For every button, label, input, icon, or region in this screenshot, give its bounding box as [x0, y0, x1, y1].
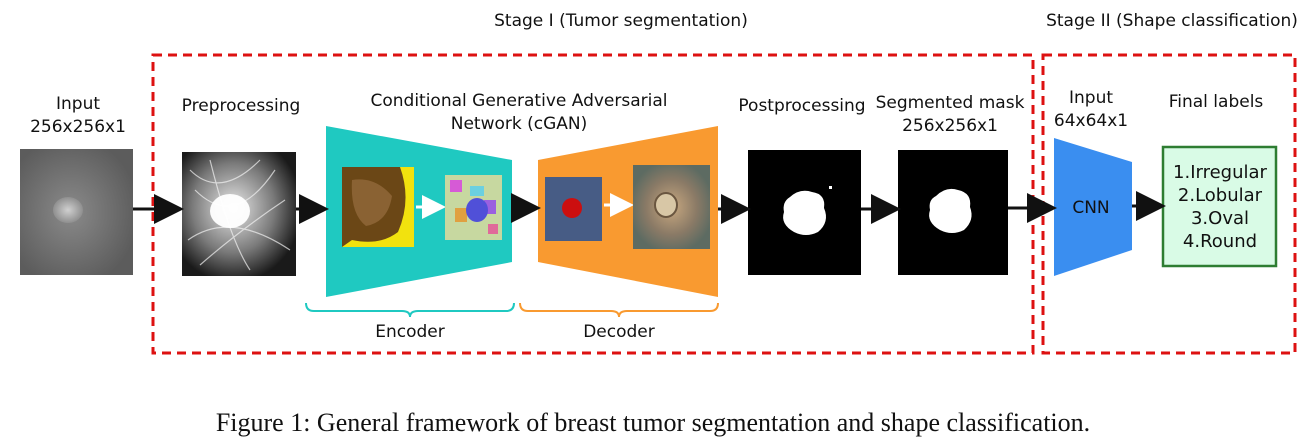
- encoder-feature-image: [445, 175, 502, 240]
- cnn-shape: [1054, 138, 1132, 276]
- encoder-label: Encoder: [375, 322, 445, 342]
- decoder-output-image: [633, 165, 710, 249]
- cgan-title-line2: Network (cGAN): [451, 114, 588, 134]
- segmented-mask-title: Segmented mask: [876, 93, 1025, 113]
- decoder-input-image: [545, 177, 602, 241]
- figure-caption: Figure 1: General framework of breast tu…: [216, 408, 1090, 437]
- segmented-mask-image: [898, 150, 1008, 275]
- stage1-title: Stage I (Tumor segmentation): [494, 11, 748, 31]
- final-labels-title: Final labels: [1169, 92, 1264, 112]
- preprocessing-title: Preprocessing: [182, 96, 301, 116]
- final-label-item: 3.Oval: [1191, 208, 1249, 229]
- cnn-label: CNN: [1072, 198, 1109, 218]
- postprocessed-mask-image: [748, 150, 861, 275]
- encoder-brace: [305, 302, 515, 318]
- decoder-brace: [519, 302, 719, 318]
- final-label-item: 4.Round: [1183, 231, 1257, 252]
- final-label-item: 1.Irregular: [1173, 162, 1268, 183]
- decoder-label: Decoder: [583, 322, 655, 342]
- input-title: Input: [56, 94, 100, 114]
- input-mammogram-image: [20, 149, 133, 275]
- stage2-input-dims: 64x64x1: [1054, 111, 1128, 131]
- final-label-item: 2.Lobular: [1178, 185, 1263, 206]
- preprocessed-image: [182, 152, 296, 276]
- stage2-title: Stage II (Shape classification): [1046, 11, 1298, 31]
- postprocessing-title: Postprocessing: [738, 96, 865, 116]
- stage2-input-title: Input: [1069, 88, 1113, 108]
- segmented-mask-dims: 256x256x1: [902, 116, 998, 136]
- cgan-title-line1: Conditional Generative Adversarial: [370, 91, 667, 111]
- input-dims: 256x256x1: [30, 117, 126, 137]
- encoder-input-image: [342, 167, 414, 247]
